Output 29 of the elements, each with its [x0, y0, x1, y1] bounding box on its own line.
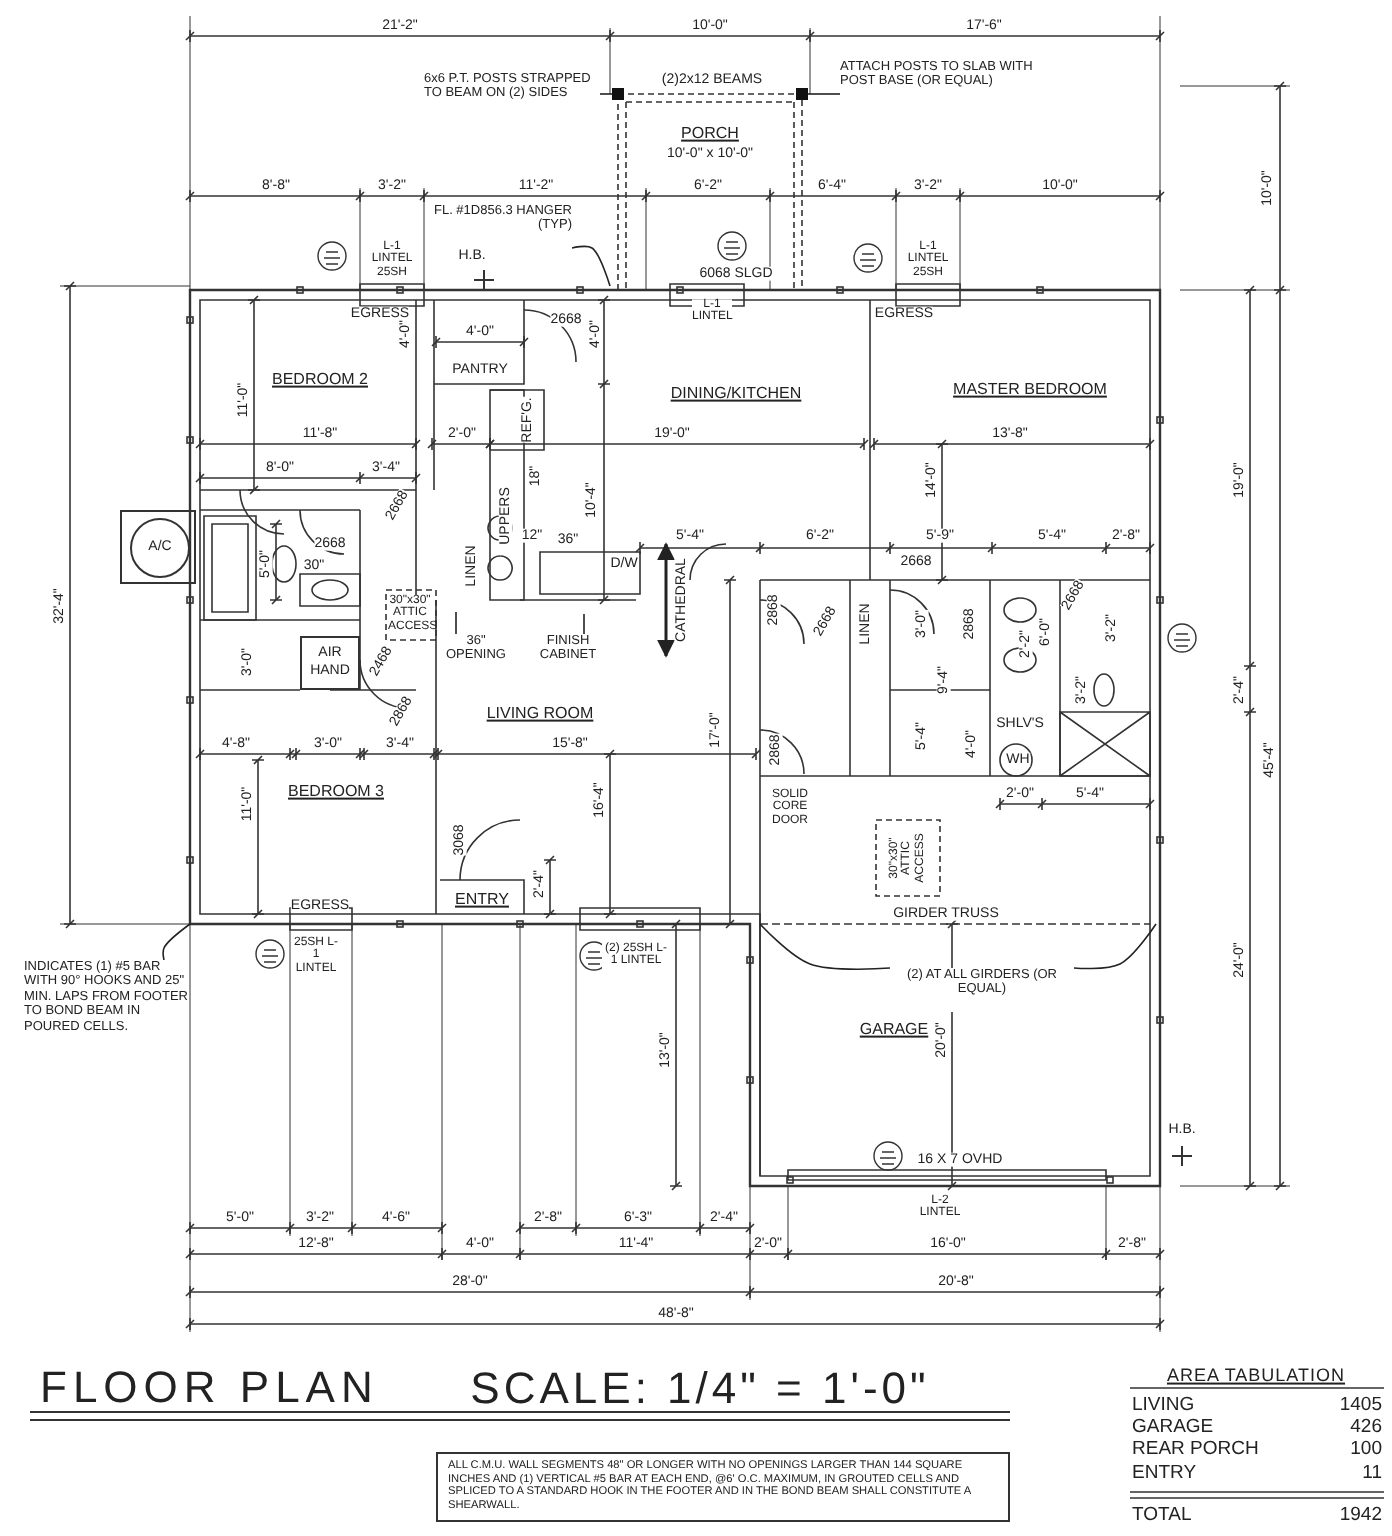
room-name: LIVING ROOM	[486, 705, 594, 723]
room-name: PORCH	[681, 125, 739, 143]
leader-line	[807, 93, 841, 95]
leader-line	[571, 245, 611, 287]
leader-line	[1073, 923, 1157, 970]
room-name: ENTRY	[455, 891, 509, 909]
table-cell: GARAGE	[1132, 1418, 1214, 1438]
room-name: DINING/KITCHEN	[670, 385, 802, 403]
table-cell: 100	[1350, 1440, 1382, 1460]
leader-line	[599, 93, 613, 95]
table-cell: 11	[1362, 1464, 1382, 1484]
table-cell: REAR PORCH	[1132, 1440, 1259, 1460]
table-cell: 426	[1350, 1418, 1382, 1438]
table-cell: 1405	[1339, 1396, 1382, 1416]
table-cell: 1942	[1339, 1506, 1382, 1526]
post-marker	[612, 88, 624, 100]
table-heading: AREA TABULATION	[1166, 1366, 1346, 1386]
room-name: MASTER BEDROOM	[953, 381, 1107, 399]
room-name: GARAGE	[859, 1021, 929, 1039]
leader-line	[455, 611, 457, 635]
room-name: BEDROOM 3	[288, 783, 384, 801]
post-marker	[796, 88, 808, 100]
room-name: BEDROOM 2	[272, 371, 368, 389]
leader-line	[583, 613, 585, 635]
table-cell: TOTAL	[1132, 1506, 1192, 1526]
table-cell: ENTRY	[1132, 1464, 1197, 1484]
table-cell: LIVING	[1132, 1396, 1195, 1416]
leader-line	[162, 923, 191, 961]
leader-line	[759, 923, 891, 970]
